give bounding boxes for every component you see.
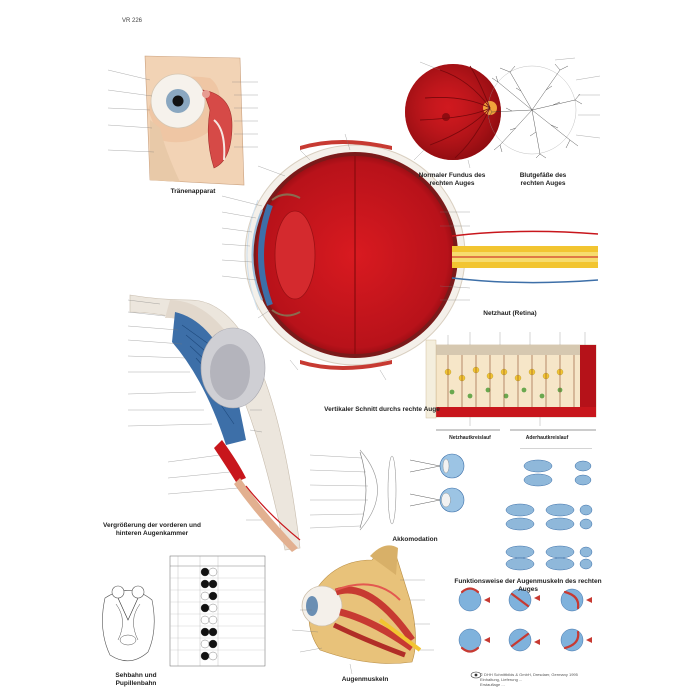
augenmuskeln-illustration (301, 545, 422, 664)
publisher-logo (470, 671, 482, 679)
orbit-leaders (291, 579, 434, 675)
blutgefaesse-illustration (487, 63, 583, 159)
copyright-line-2: Einhaltung, Lieferung ... (480, 677, 523, 682)
caption-fundus: Normaler Fundus des rechten Auges (418, 172, 486, 187)
copyright-line-1: © DHH Schnittbilds & GmbH, Dresdaer, Ger… (480, 672, 578, 677)
copyright-line-3: Erstauflage ... (480, 682, 505, 687)
akkomodation-illustration (309, 449, 465, 531)
copyright-notice: © DHH Schnittbilds & GmbH, Dresdaer, Ger… (480, 672, 610, 687)
traenenapparat-illustration (144, 55, 245, 186)
retina-illustration (425, 339, 597, 431)
gesichtsfeld-table (169, 555, 266, 667)
retina-leaders (447, 332, 586, 426)
caption-netzhautkreislauf: Netzhautkreislauf (449, 435, 491, 441)
caption-funktionsweise: Funktionsweise der Augenmuskeln des rech… (454, 578, 602, 593)
caption-augenmuskeln: Augenmuskeln (341, 676, 389, 683)
traenenapparat-leaders (107, 69, 258, 153)
fundus-illustration (405, 64, 501, 160)
refraction-diagrams (505, 448, 593, 571)
fundus-leaders (413, 57, 601, 169)
caption-blutgefaesse: Blutgefäße des rechten Auges (519, 172, 567, 187)
catalog-code: VR 226 (122, 18, 143, 24)
caption-akkomodation: Akkomodation (392, 536, 438, 543)
section-leaders (221, 133, 471, 381)
sehbahn-illustration (102, 585, 155, 662)
caption-sehbahn: Sehbahn und Pupillenbahn (115, 672, 157, 687)
anterior-leaders (127, 299, 263, 521)
caption-vergroesserung: Vergrößerung der vorderen und hinteren A… (103, 522, 201, 537)
caption-vertical-section: Vertikaler Schnitt durchs rechte Auge (324, 406, 440, 413)
anterior-chamber-illustration (129, 294, 301, 552)
caption-netzhaut: Netzhaut (Retina) (483, 310, 537, 317)
muscle-function-diagrams (458, 587, 592, 653)
caption-aderhautkreislauf: Aderhautkreislauf (525, 435, 569, 441)
vertical-section-eye (244, 140, 599, 370)
caption-traenenapparat: Tränenapparat (170, 188, 216, 195)
